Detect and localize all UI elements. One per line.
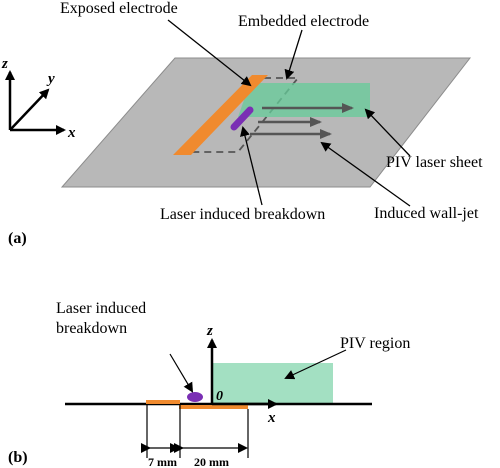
laser-breakdown-spark [230, 106, 254, 131]
leader-exposed-electrode [167, 19, 252, 87]
axis-x-label-b: x [267, 410, 276, 426]
leader-breakdown-b [169, 353, 194, 393]
label-embedded-electrode: Embedded electrode [238, 13, 369, 30]
exposed-electrode [173, 75, 268, 155]
piv-laser-sheet [238, 83, 370, 117]
leader-piv-laser-sheet [364, 108, 411, 157]
laser-breakdown-spot [187, 392, 203, 402]
label-piv-laser-sheet: PIV laser sheet [386, 154, 483, 171]
leader-embedded-electrode [284, 29, 303, 80]
dim-exposed-label: 7 mm [148, 455, 177, 468]
axis-z-label-b: z [206, 323, 213, 339]
axis-x-label: x [67, 125, 76, 141]
dim-embedded-label: 20 mm [194, 455, 229, 468]
label-induced-wall-jet: Induced wall-jet [374, 205, 479, 222]
label-piv-region: PIV region [340, 335, 410, 352]
embedded-electrode-section [179, 405, 248, 409]
panel-a-label: (a) [8, 230, 27, 247]
piv-region [213, 363, 333, 404]
leader-induced-wall-jet [320, 141, 411, 207]
label-exposed-electrode: Exposed electrode [60, 0, 178, 17]
label-laser-induced-breakdown: Laser induced breakdown [160, 206, 325, 223]
dimension-markers [141, 404, 249, 458]
coordinate-triad [4, 70, 66, 135]
leader-piv-region [284, 349, 347, 380]
axis-y-label: y [46, 71, 55, 87]
wall-jet-arrows [250, 103, 354, 139]
label-breakdown-line2: breakdown [56, 320, 127, 337]
axis-z-label: z [1, 56, 8, 72]
exposed-electrode-section [146, 400, 180, 404]
label-breakdown-line1: Laser induced [56, 300, 146, 317]
origin-label: 0 [216, 389, 223, 404]
panel-b-label: (b) [8, 449, 28, 466]
leader-laser-breakdown [240, 126, 263, 206]
